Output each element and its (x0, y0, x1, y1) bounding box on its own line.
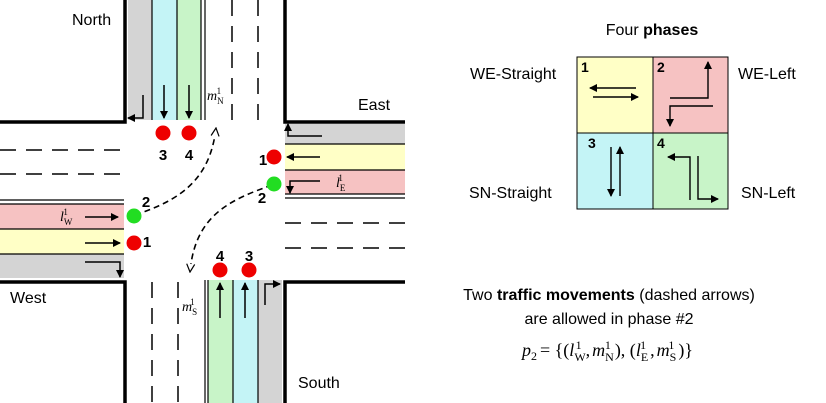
signal-number-e1: 1 (259, 152, 267, 169)
signal-east-1 (266, 149, 282, 165)
signal-east-2 (266, 176, 282, 192)
movements-note-line1: Two traffic movements (dashed arrows) (463, 287, 755, 304)
signal-number-n4: 4 (185, 147, 194, 164)
phase-2-cell (652, 56, 729, 134)
phase-2-arrow-up (670, 61, 712, 99)
phase-number-4: 4 (657, 135, 665, 151)
signal-number-w2: 2 (142, 194, 150, 211)
lane-label-m-n: mN1 (207, 86, 224, 106)
phase-number-1: 1 (581, 59, 589, 75)
north-outgoing-lane (128, 0, 152, 120)
phase-3-cell (576, 132, 654, 210)
east-outgoing-lane (285, 124, 405, 144)
phase-label-sn-left: SN-Left (741, 185, 796, 202)
direction-north-label: North (72, 12, 111, 29)
movements-note-line2: are allowed in phase #2 (524, 311, 693, 328)
direction-west-label: West (10, 290, 47, 307)
east-left-lane (285, 170, 405, 194)
west-straight-lane (0, 229, 124, 254)
phases-panel: Four phases 1 2 3 4 WE-Straight WE-Left … (469, 22, 796, 210)
signal-south-3 (241, 262, 257, 278)
movement-west-to-north-arrow (134, 128, 216, 216)
signal-number-s3: 3 (245, 248, 253, 265)
phases-title: Four phases (606, 22, 699, 39)
phase-4-arrow-right (697, 156, 719, 203)
signal-north-3 (155, 125, 171, 141)
phase-2-arrow-down (666, 105, 713, 127)
phase-label-we-left: WE-Left (738, 66, 796, 83)
phase-number-2: 2 (657, 59, 665, 75)
signal-number-n3: 3 (159, 147, 167, 164)
intersection: 3 4 1 2 2 1 4 3 North East West South mN… (0, 0, 405, 403)
west-outgoing-lane (0, 254, 124, 278)
direction-south-label: South (298, 375, 340, 392)
signal-north-4 (181, 125, 197, 141)
signal-south-4 (212, 262, 228, 278)
signal-number-e2: 2 (258, 190, 266, 207)
phase-label-we-straight: WE-Straight (470, 66, 557, 83)
signal-number-w1: 1 (143, 234, 151, 251)
phase-2-formula: p2= {(lW1,mN1), (lE1,mS1)} (520, 338, 693, 364)
signal-west-1 (126, 235, 142, 251)
direction-east-label: East (358, 97, 391, 114)
south-outgoing-lane (258, 280, 282, 403)
phase-1-cell (576, 56, 654, 134)
signal-number-s4: 4 (216, 248, 225, 265)
signals (126, 125, 282, 278)
phase-label-sn-straight: SN-Straight (469, 185, 552, 202)
lane-label-l-w: lW1 (60, 207, 73, 227)
signal-west-2 (126, 208, 142, 224)
lane-label-m-s: mS1 (182, 297, 197, 317)
phase-number-3: 3 (588, 135, 596, 151)
phase2-movement-arrows (134, 128, 273, 272)
lane-label-l-e: lE1 (336, 173, 346, 193)
phase-4-arrow-left (667, 153, 691, 200)
movement-east-to-south-arrow (190, 184, 273, 272)
road-curbs (0, 0, 405, 403)
movements-note: Two traffic movements (dashed arrows) ar… (463, 287, 755, 364)
